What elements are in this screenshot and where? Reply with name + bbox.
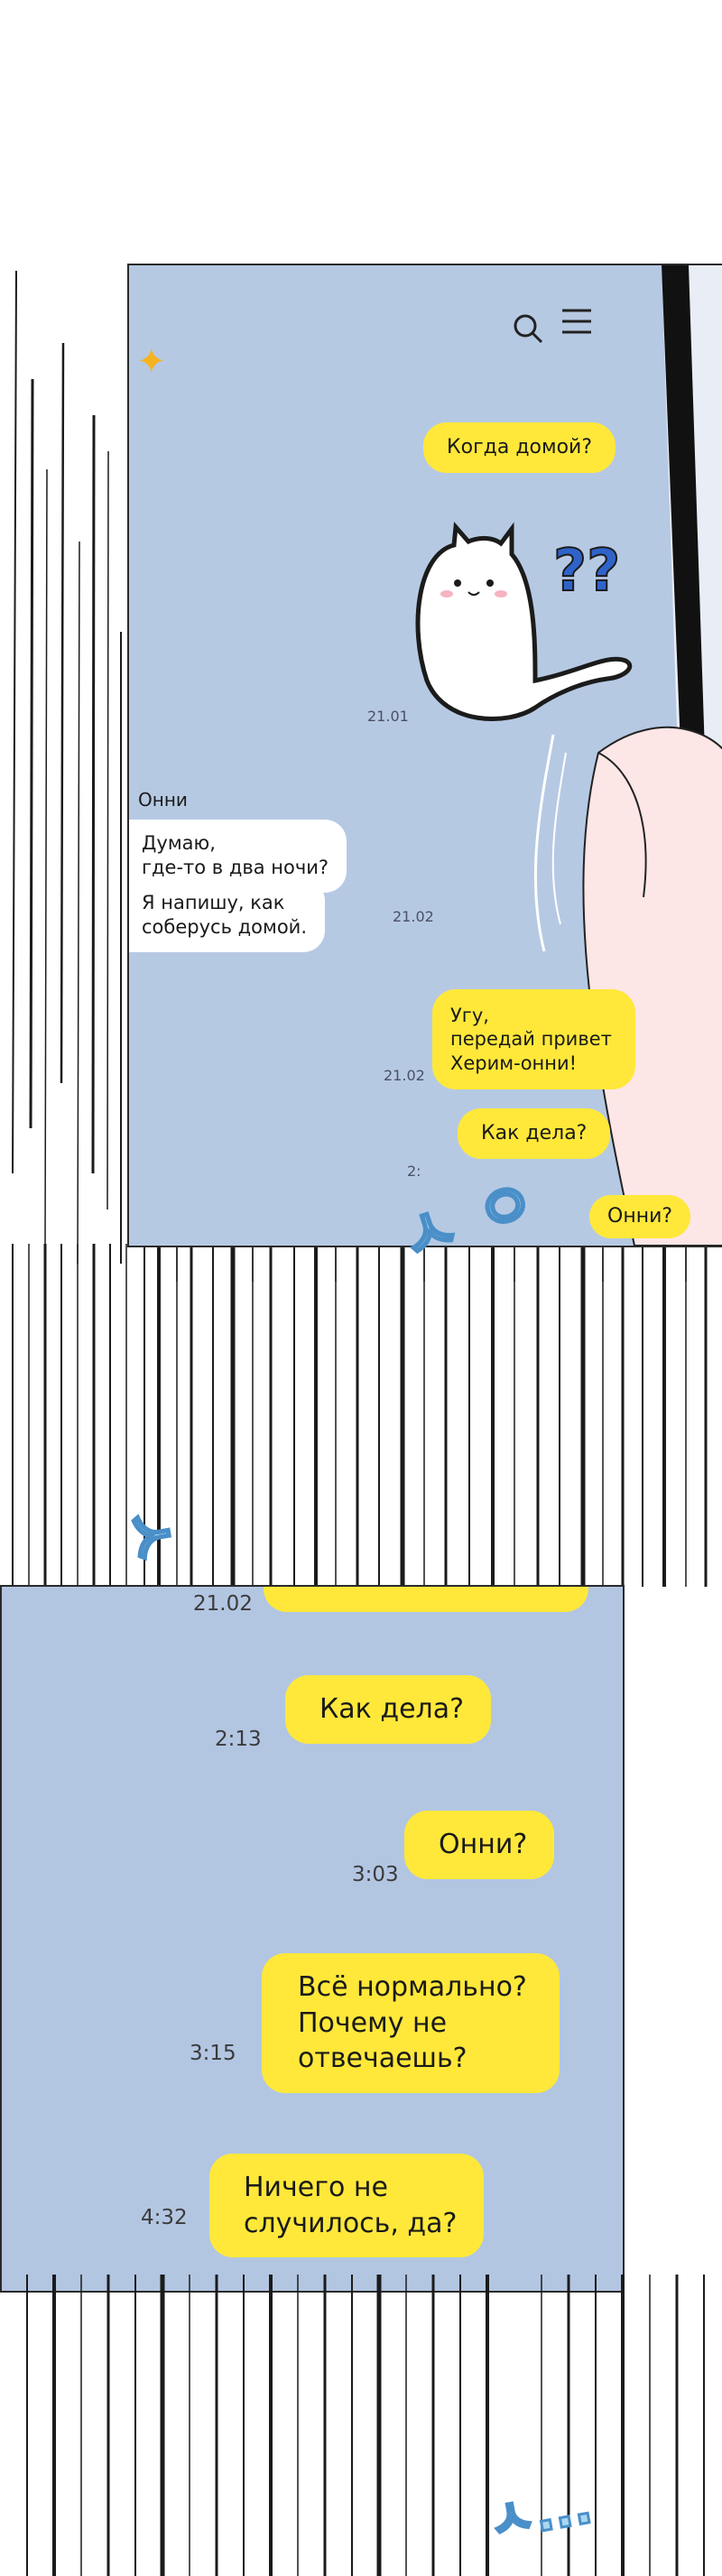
menu-icon[interactable] <box>559 303 595 339</box>
message-time: 21.01 <box>367 708 409 725</box>
zoomed-chat-panel: 21.02 Как дела? 2:13 Онни? 3:03 Всё норм… <box>0 1585 625 2293</box>
sparkle-icon: ✦ <box>136 341 167 383</box>
message-time: 2: <box>407 1163 421 1180</box>
contact-name: Онни <box>138 789 188 811</box>
chat-bubble-partial <box>264 1587 588 1612</box>
chat-bubble-outgoing: Онни? <box>589 1195 691 1238</box>
chat-bubble-outgoing: Как дела? <box>458 1108 611 1159</box>
message-time: 21.02 <box>393 908 434 925</box>
chat-bubble-outgoing: Когда домой? <box>423 422 616 473</box>
chat-bubble-outgoing: Угу, передай привет Херим-онни! <box>432 989 635 1089</box>
hand-holding-phone <box>533 265 722 1246</box>
search-icon[interactable] <box>510 310 546 347</box>
message-time: 3:03 <box>352 1863 399 1886</box>
speed-lines-middle <box>12 1244 708 1587</box>
phone-chat-panel: ✦ Когда домой? ?? 21.01 Онни Думаю, где-… <box>127 264 722 1247</box>
speed-lines-top <box>12 270 708 1282</box>
chat-bubble-outgoing: Всё нормально? Почему не отвечаешь? <box>262 1953 560 2093</box>
speed-lines-bottom <box>26 2275 705 2576</box>
chat-bubble-incoming: Я напишу, как соберусь домой. <box>129 879 326 952</box>
chat-bubble-outgoing: Ничего не случилось, да? <box>209 2154 485 2258</box>
message-time: 3:15 <box>190 2042 236 2065</box>
white-cat-question-sticker: ?? <box>415 522 633 721</box>
message-time: 21.02 <box>193 1592 253 1616</box>
svg-text:??: ?? <box>553 538 620 605</box>
message-time: 4:32 <box>141 2206 188 2229</box>
message-time: 21.02 <box>384 1067 425 1084</box>
message-time: 2:13 <box>215 1728 262 1751</box>
chat-bubble-outgoing: Онни? <box>404 1811 555 1879</box>
chat-bubble-outgoing: Как дела? <box>285 1675 492 1744</box>
